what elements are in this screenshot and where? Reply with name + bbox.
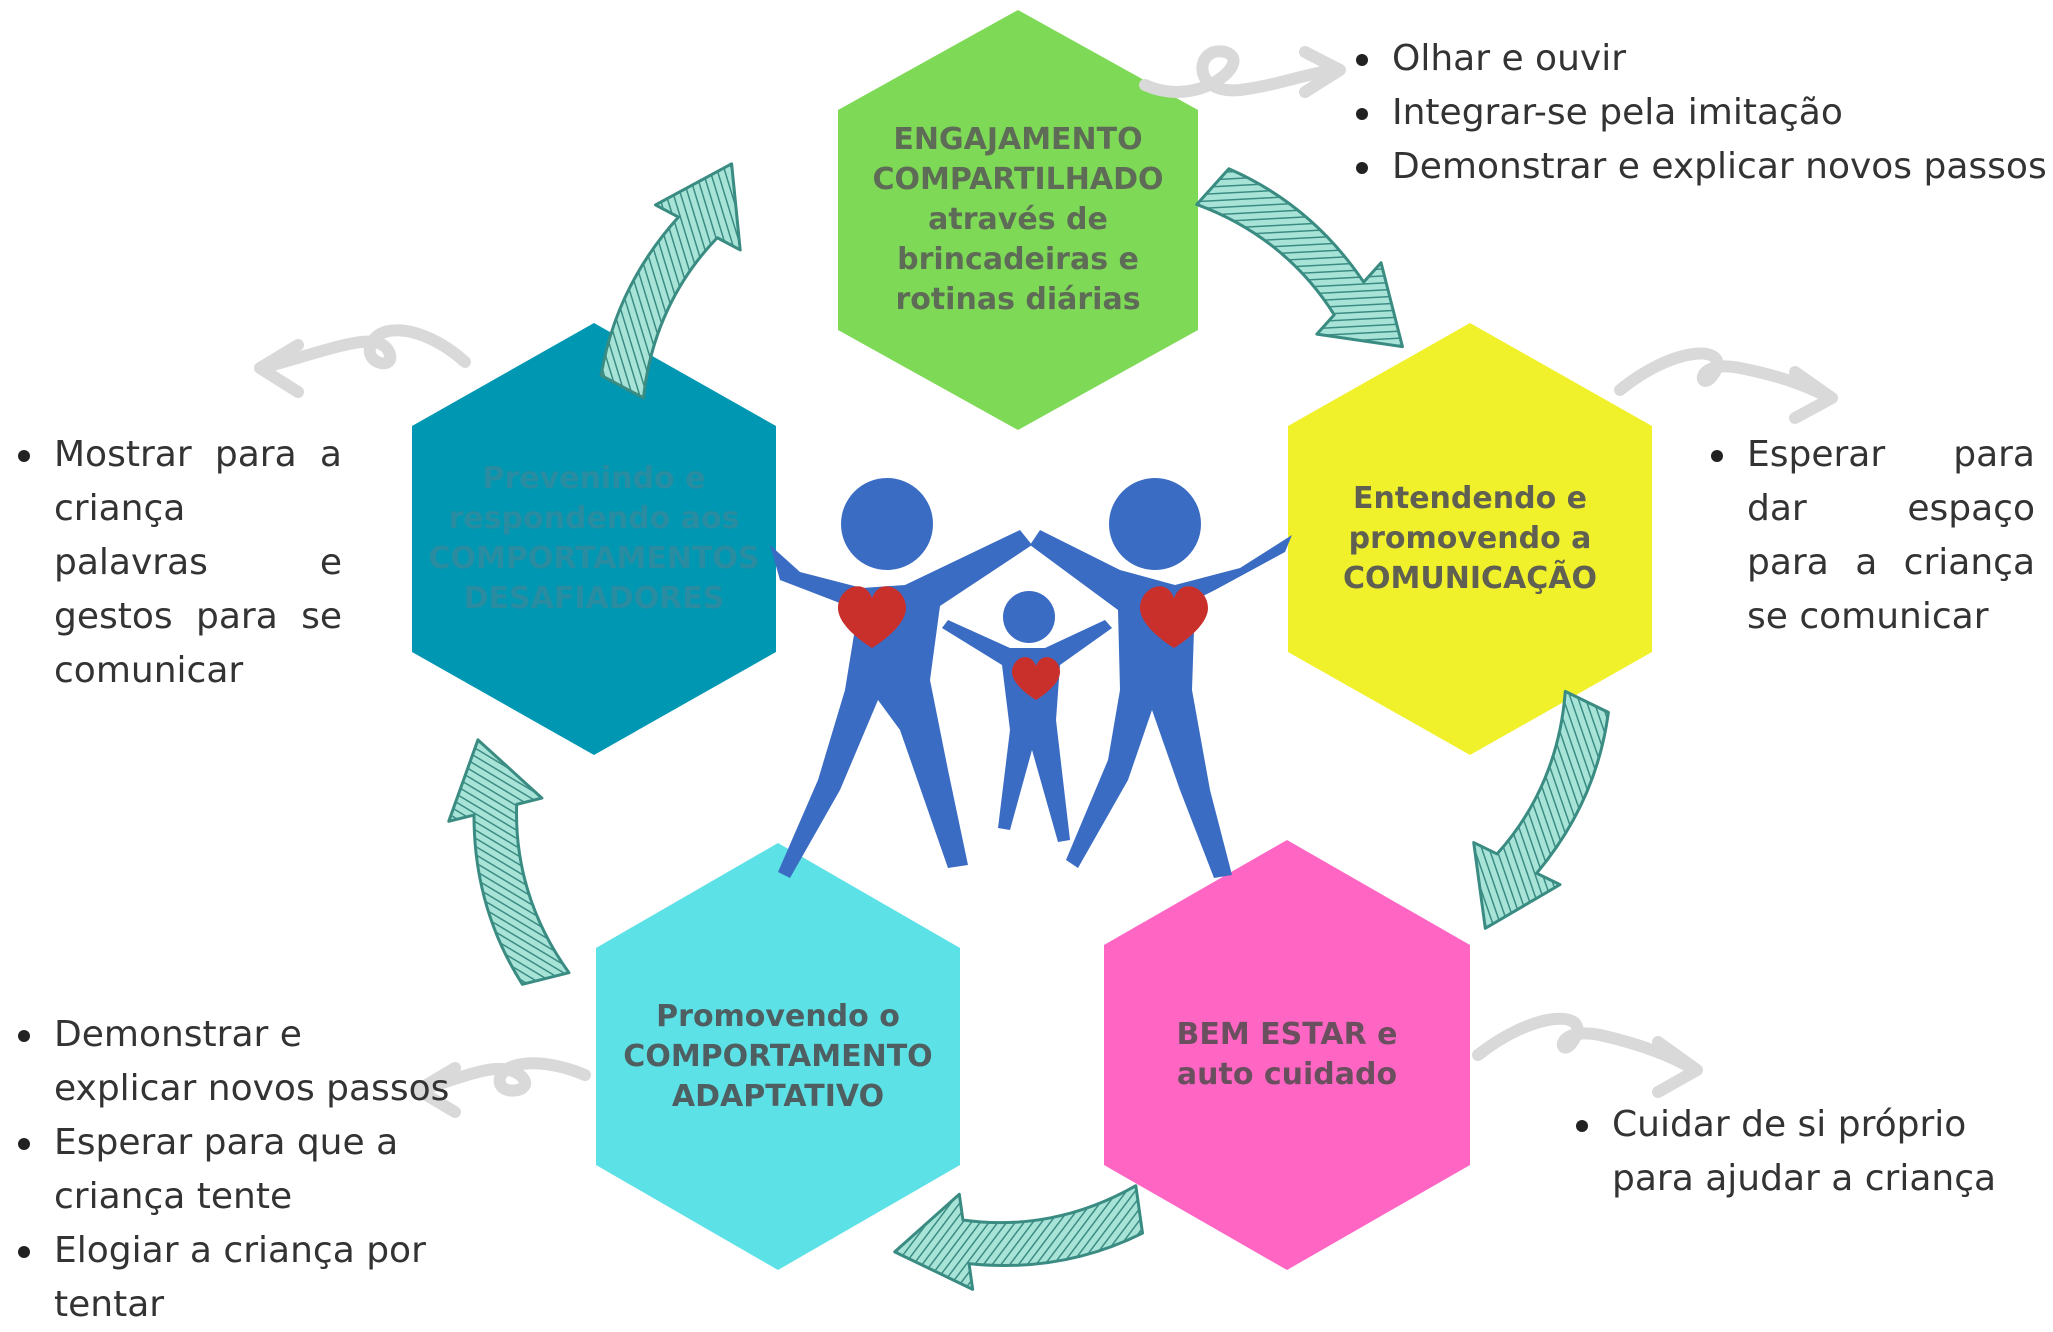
hexagon-engajamento-label: ENGAJAMENTO COMPARTILHADO através de brinca… (838, 110, 1198, 330)
cycle-arrow-right-to-bottom (1472, 689, 1610, 930)
hexagon-adaptativo (596, 843, 960, 1270)
bullet-item: Esperar para que a criança tente (12, 1116, 452, 1224)
hexagon-label-line: DESAFIADORES (463, 581, 725, 616)
swirl-arrow-left (254, 324, 471, 398)
bullet-item: Cuidar de si próprio para ajudar a crian… (1570, 1098, 2050, 1206)
swirl-arrow-top (1139, 45, 1346, 98)
hexagon-label-line: ADAPTATIVO (671, 1078, 885, 1114)
bullet-list-bem-estar: Cuidar de si próprio para ajudar a crian… (1570, 1098, 2050, 1206)
hexagon-bem-estar (1104, 840, 1470, 1270)
swirl-arrow-bottom-left (412, 1057, 591, 1118)
hexagon-comunicacao-label: Entendendo e promovendo a COMUNICAÇÃO (1288, 426, 1652, 652)
hexagon-adaptativo-label: Promovendo o COMPORTAMENTO ADAPTATIVO (596, 948, 960, 1165)
swirl-arrow-bottom-right (1472, 1012, 1703, 1098)
hexagon-label-line: COMPARTILHADO (872, 162, 1164, 197)
hexagon-engajamento (838, 10, 1198, 430)
hexagon-label-line: auto cuidado (1176, 1057, 1398, 1092)
hexagon-label-line: BEM ESTAR e (1176, 1017, 1398, 1052)
hexagon-label-line: promovendo a (1348, 521, 1592, 556)
hexagon-label-line: Entendendo e (1353, 481, 1587, 516)
hexagon-label-line: rotinas diárias (895, 282, 1141, 317)
hexagon-label-line: COMPORTAMENTO (623, 1038, 933, 1074)
bullet-list-desafiadores: Mostrar para a criança palavras e gestos… (12, 428, 342, 698)
hexagon-label-line: Promovendo o (656, 998, 900, 1034)
bullet-item: Esperar para dar espaço para a criança s… (1705, 428, 2035, 644)
family-hearts-icon (770, 478, 1292, 878)
cycle-arrow-left-to-top (599, 162, 742, 400)
hexagon-comunicacao (1288, 323, 1652, 755)
bullet-item: Elogiar a criança por tentar (12, 1224, 452, 1332)
cycle-arrow-bottom (893, 1184, 1145, 1291)
hexagon-desafiadores (412, 323, 776, 755)
hexagon-label-line: respondendo aos (448, 501, 740, 536)
bullet-item: Demonstrar e explicar novos passos (1350, 140, 2050, 194)
bullet-item: Integrar-se pela imitação (1350, 86, 2050, 140)
hexagon-label-line: ENGAJAMENTO (893, 122, 1143, 157)
hexagon-label-line: COMUNICAÇÃO (1343, 561, 1597, 596)
cycle-arrow-bottom-left-to-left (447, 738, 571, 986)
hexagon-bem-estar-label: BEM ESTAR e auto cuidado (1104, 945, 1470, 1165)
bullet-item: Olhar e ouvir (1350, 32, 2050, 86)
swirl-arrow-right (1614, 347, 1838, 424)
hexagon-label-line: Prevenindo e (482, 461, 706, 496)
hexagon-label-line: brincadeiras e (897, 242, 1139, 277)
cycle-arrow-top-to-right (1195, 167, 1404, 349)
hexagon-label-line: através de (928, 202, 1108, 237)
bullet-item: Mostrar para a criança palavras e gestos… (12, 428, 342, 698)
bullet-list-comunicacao: Esperar para dar espaço para a criança s… (1705, 428, 2035, 644)
bullet-item: Demonstrar e explicar novos passos (12, 1008, 452, 1116)
hexagon-label-line: COMPORTAMENTOS (428, 541, 760, 576)
